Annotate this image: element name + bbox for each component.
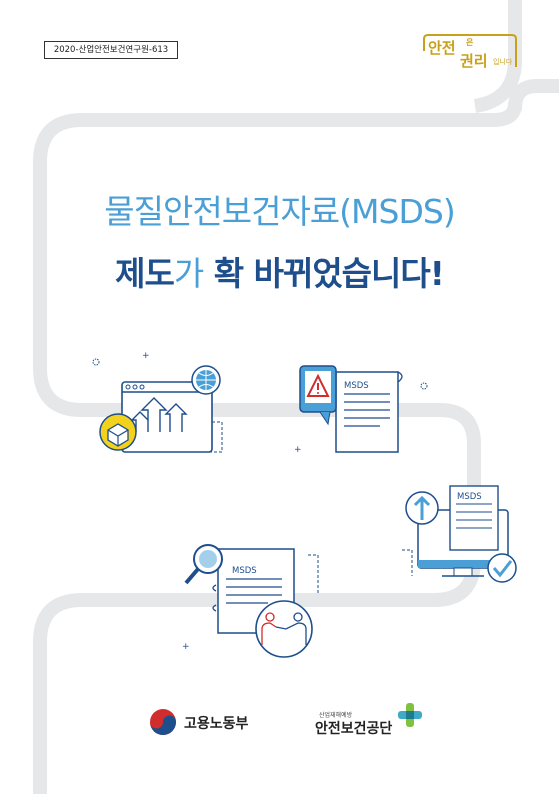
handshake-msds-illustration: +	[182, 544, 319, 658]
kosha-cross-icon	[398, 703, 422, 727]
slogan-line2: 권리	[460, 52, 488, 70]
msds-label-1: MSDS	[344, 381, 369, 391]
msds-label-2: MSDS	[457, 492, 482, 502]
monitor-msds-illustration	[402, 485, 517, 583]
title-line2-part2: 가	[173, 254, 204, 293]
ministry-name: 고용노동부	[184, 716, 249, 732]
title-line2: 제도가 확 바뀌었습니다!	[0, 247, 559, 295]
kosha-subtitle: 산업재해예방	[319, 712, 353, 719]
kosha-logo: 산업재해예방 안전보건공단	[315, 700, 425, 740]
title-line2-part3: 확 바뀌었습니다!	[203, 254, 445, 293]
svg-text:+: +	[142, 352, 150, 361]
slogan-line1: 안전	[428, 39, 456, 57]
kosha-name: 안전보건공단	[315, 721, 393, 737]
slogan-border	[423, 34, 517, 67]
title-line1: 물질안전보건자료(MSDS)	[104, 192, 455, 231]
taegeuk-icon	[150, 709, 176, 735]
svg-text:+: +	[294, 445, 302, 455]
title-line2-part1: 제도	[115, 254, 175, 293]
report-code: 2020-산업안전보건연구원-613	[44, 41, 178, 59]
svg-text:+: +	[182, 642, 190, 652]
slogan-line2-small: 입니다	[493, 58, 513, 66]
growth-chart-illustration: +	[92, 352, 223, 453]
slogan-line1-small: 은	[466, 38, 474, 47]
slogan-logo: 안전 은 권리 입니다	[420, 31, 520, 71]
warning-msds-illustration: +	[294, 365, 428, 455]
msds-label-3: MSDS	[232, 566, 257, 576]
